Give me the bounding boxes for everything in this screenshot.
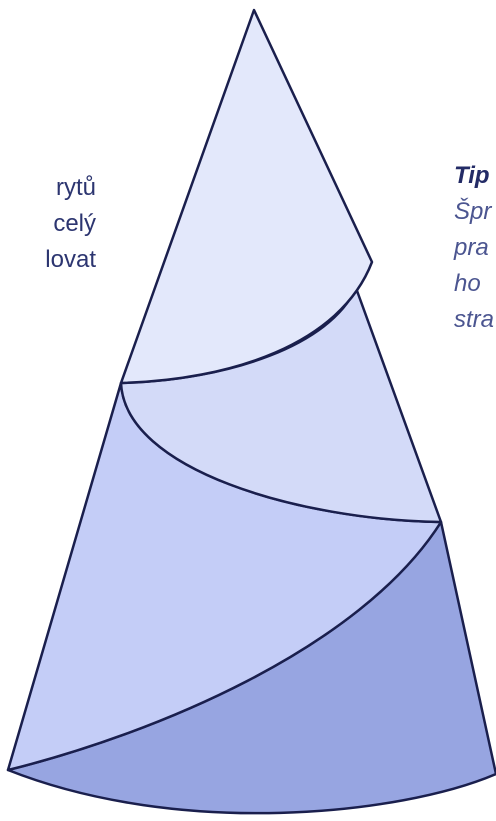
tip-text-line: stra [454,306,495,333]
left-text-line: rytů [55,174,96,201]
right-tip-text: Tip Špr pra ho stra [454,158,496,338]
tip-text-line: Špr [454,198,492,225]
tip-text-line: ho [454,270,481,297]
left-instruction-text: rytů celý lovat [0,170,96,278]
tip-title: Tip [454,162,490,189]
tip-text-line: pra [454,234,489,261]
left-text-line: lovat [45,246,96,273]
left-text-line: celý [53,210,96,237]
cone-layer-top [119,8,374,385]
